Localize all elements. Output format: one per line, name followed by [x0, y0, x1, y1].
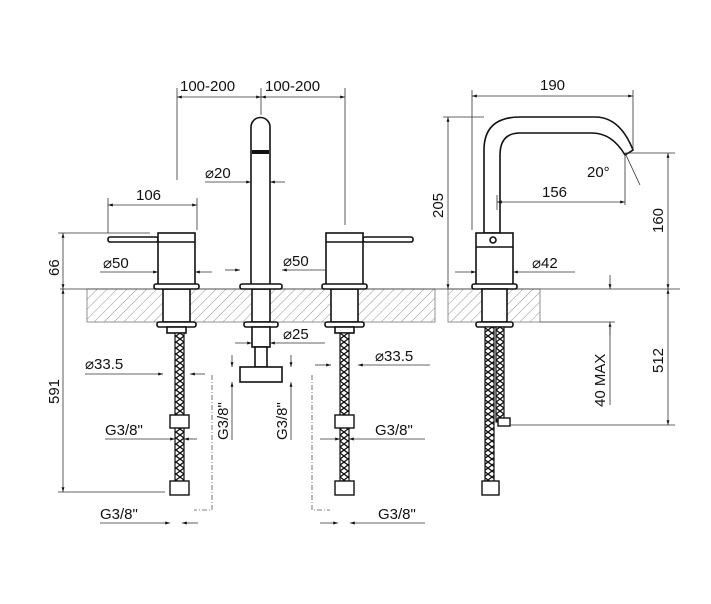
dim-hose-length-side: 512 [650, 348, 667, 373]
dim-spout-height: 205 [430, 193, 447, 218]
dim-spout-angle: 20° [587, 164, 610, 181]
dimension-lines-front [58, 88, 430, 525]
dim-thread-right-bottom: G3/8" [378, 506, 416, 523]
dim-lever-reach: 106 [136, 187, 161, 204]
dim-spacing-left: 100-200 [180, 78, 235, 95]
dim-thread-center-left: G3/8" [215, 402, 232, 440]
dim-shank-diameter: ⌀25 [283, 326, 309, 343]
dim-body-diameter: ⌀42 [532, 255, 558, 272]
dim-thread-left-mid: G3/8" [105, 422, 143, 439]
center-spout [194, 116, 330, 511]
dim-spout-reach: 156 [542, 184, 567, 201]
dimension-lines-side [443, 90, 675, 426]
dim-hose-length-front: 591 [46, 379, 63, 404]
dim-spout-projection: 190 [540, 77, 565, 94]
dim-outlet-height: 160 [650, 208, 667, 233]
left-valve [107, 232, 200, 496]
dim-spout-diameter: ⌀20 [205, 165, 231, 182]
dim-thread-left-bottom: G3/8" [100, 506, 138, 523]
side-view-faucet [471, 116, 634, 496]
dim-max-counter-thickness: 40 MAX [592, 354, 609, 407]
dim-valve-diameter-center: ⌀50 [283, 253, 309, 270]
dim-thread-center-right: G3/8" [274, 402, 291, 440]
dim-thread-right-mid: G3/8" [375, 422, 413, 439]
dim-spacing-right: 100-200 [265, 78, 320, 95]
dim-hole-diameter-right: ⌀33.5 [375, 348, 413, 365]
dim-body-height: 66 [46, 259, 63, 276]
dim-valve-diameter-left: ⌀50 [103, 255, 129, 272]
right-valve [321, 232, 414, 496]
dim-hole-diameter-left: ⌀33.5 [85, 356, 123, 373]
